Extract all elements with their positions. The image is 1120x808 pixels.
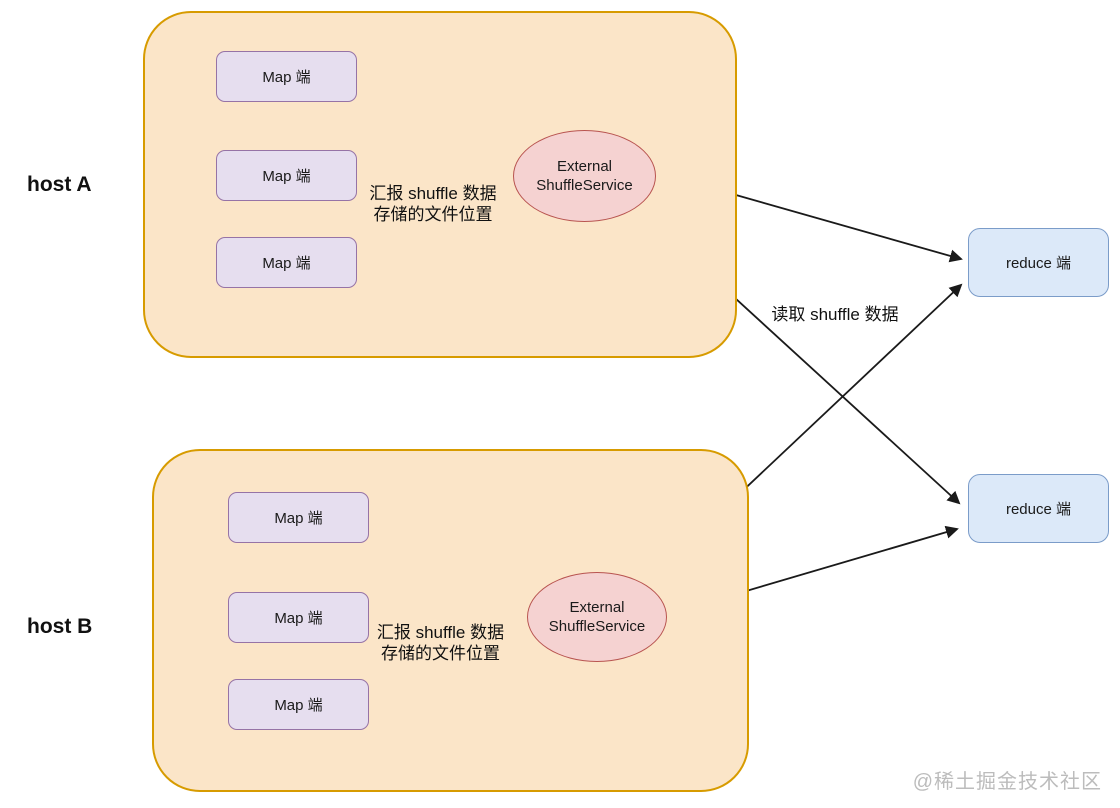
host-a-report-edge-label: 汇报 shuffle 数据 存储的文件位置: [358, 183, 508, 225]
host-b-map-node-2: Map 端: [228, 592, 369, 643]
report-label-line2: 存储的文件位置: [373, 205, 493, 224]
reduce-node-1: reduce 端: [968, 228, 1109, 297]
reduce-node-2: reduce 端: [968, 474, 1109, 543]
shuffle-service-label-line2: ShuffleService: [536, 177, 633, 194]
report-label-line1: 汇报 shuffle 数据: [376, 623, 505, 642]
host-a-label: host A: [27, 173, 92, 196]
host-b-map-node-1: Map 端: [228, 492, 369, 543]
host-b-map-node-3: Map 端: [228, 679, 369, 730]
host-a-map-node-2: Map 端: [216, 150, 357, 201]
shuffle-service-label-line1: External: [556, 157, 613, 175]
report-label-line2: 存储的文件位置: [381, 644, 500, 663]
read-shuffle-edge-label: 读取 shuffle 数据: [771, 305, 899, 324]
host-b-shuffle-service-node: External ShuffleService: [527, 572, 667, 662]
host-a-map-node-1: Map 端: [216, 51, 357, 102]
host-a-shuffle-service-node: External ShuffleService: [513, 130, 656, 222]
host-a-map-node-3: Map 端: [216, 237, 357, 288]
map-node-label: Map 端: [262, 69, 311, 86]
report-label-line1: 汇报 shuffle 数据: [369, 184, 497, 203]
reduce-node-label: reduce 端: [1005, 255, 1072, 272]
host-b-report-edge-label: 汇报 shuffle 数据 存储的文件位置: [368, 622, 513, 664]
map-node-label: Map 端: [274, 610, 323, 627]
host-b-label: host B: [27, 615, 93, 638]
reduce-node-label: reduce 端: [1005, 501, 1072, 518]
shuffle-service-label-line1: External: [569, 598, 625, 616]
map-node-label: Map 端: [274, 510, 323, 527]
map-node-label: Map 端: [262, 255, 311, 272]
shuffle-service-label-line2: ShuffleService: [548, 618, 646, 635]
watermark: @稀土掘金技术社区: [912, 771, 1102, 793]
map-node-label: Map 端: [262, 168, 311, 185]
map-node-label: Map 端: [274, 697, 323, 714]
